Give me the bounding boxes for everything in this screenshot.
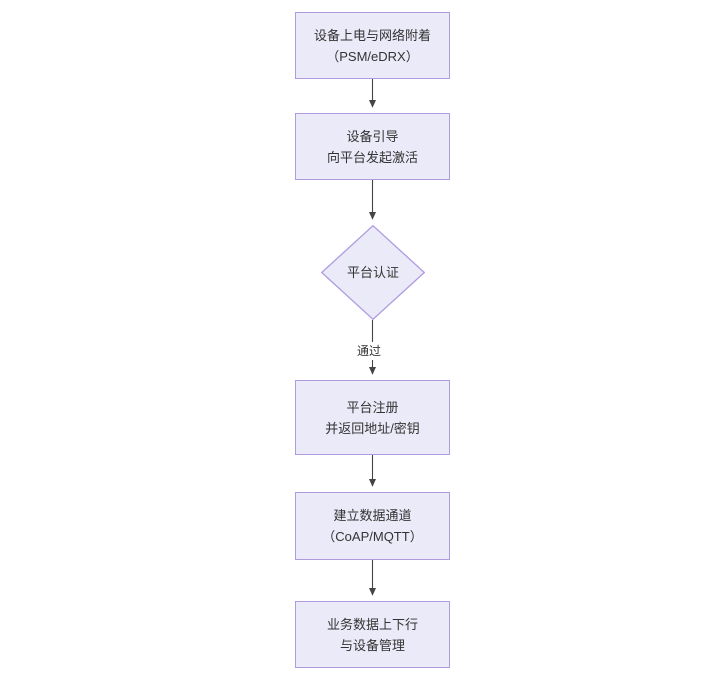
node-establish-data-channel[interactable]: 建立数据通道 （CoAP/MQTT） [295, 492, 450, 560]
node-label-line: 设备上电与网络附着 [313, 27, 431, 43]
node-label-line: 平台认证 [346, 265, 399, 280]
node-label-line: （CoAP/MQTT） [322, 529, 423, 544]
node-label-line: 并返回地址/密钥 [325, 420, 420, 436]
node-label-line: （PSM/eDRX） [326, 48, 419, 64]
edge-label-pass: 通过 [355, 342, 384, 360]
node-device-power-on[interactable]: 设备上电与网络附着 （PSM/eDRX） [295, 12, 450, 79]
diamond-shape-icon [321, 225, 425, 320]
node-label-line: 建立数据通道 [333, 508, 412, 523]
node-label-line: 业务数据上下行 [326, 616, 418, 632]
node-label-line: 与设备管理 [339, 637, 405, 653]
node-label-line: 平台注册 [346, 399, 399, 415]
node-device-bootstrap[interactable]: 设备引导 向平台发起激活 [295, 113, 450, 180]
node-label-line: 设备引导 [346, 128, 399, 144]
node-business-data-and-device-management[interactable]: 业务数据上下行 与设备管理 [295, 601, 450, 668]
node-platform-register[interactable]: 平台注册 并返回地址/密钥 [295, 380, 450, 455]
node-platform-auth-decision[interactable]: 平台认证 [321, 225, 425, 320]
node-label-line: 向平台发起激活 [326, 149, 418, 165]
